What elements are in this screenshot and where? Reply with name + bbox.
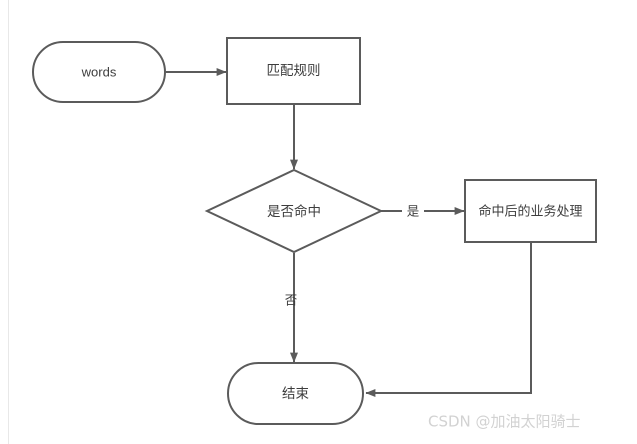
node-shape-rectangle bbox=[226, 37, 361, 105]
node-decision-is-hit[interactable]: 是否命中 bbox=[204, 168, 384, 254]
node-label: 命中后的业务处理 bbox=[478, 204, 582, 220]
edge-label-yes: 是 bbox=[407, 204, 420, 219]
node-end[interactable]: 结束 bbox=[227, 362, 364, 425]
edge-decision-to-business: 是 bbox=[381, 204, 465, 219]
node-shape-rectangle bbox=[464, 179, 597, 243]
watermark-text: CSDN @加油太阳骑士 bbox=[428, 413, 581, 431]
node-label: 匹配规则 bbox=[267, 63, 321, 79]
node-shape-stadium bbox=[32, 41, 166, 103]
node-shape-diamond bbox=[204, 168, 384, 254]
node-label: words bbox=[81, 64, 117, 79]
node-label: 是否命中 bbox=[267, 203, 321, 220]
node-shape-stadium bbox=[227, 362, 364, 425]
node-business-process[interactable]: 命中后的业务处理 bbox=[464, 179, 597, 243]
edge-label-no: 否 bbox=[285, 293, 298, 308]
edge-decision-to-end: 否 bbox=[285, 253, 298, 363]
node-label: 结束 bbox=[282, 386, 309, 402]
node-matching-rule[interactable]: 匹配规则 bbox=[226, 37, 361, 105]
edge-business-to-end bbox=[365, 243, 532, 397]
edge-line bbox=[365, 243, 532, 397]
node-words[interactable]: words bbox=[32, 41, 166, 103]
